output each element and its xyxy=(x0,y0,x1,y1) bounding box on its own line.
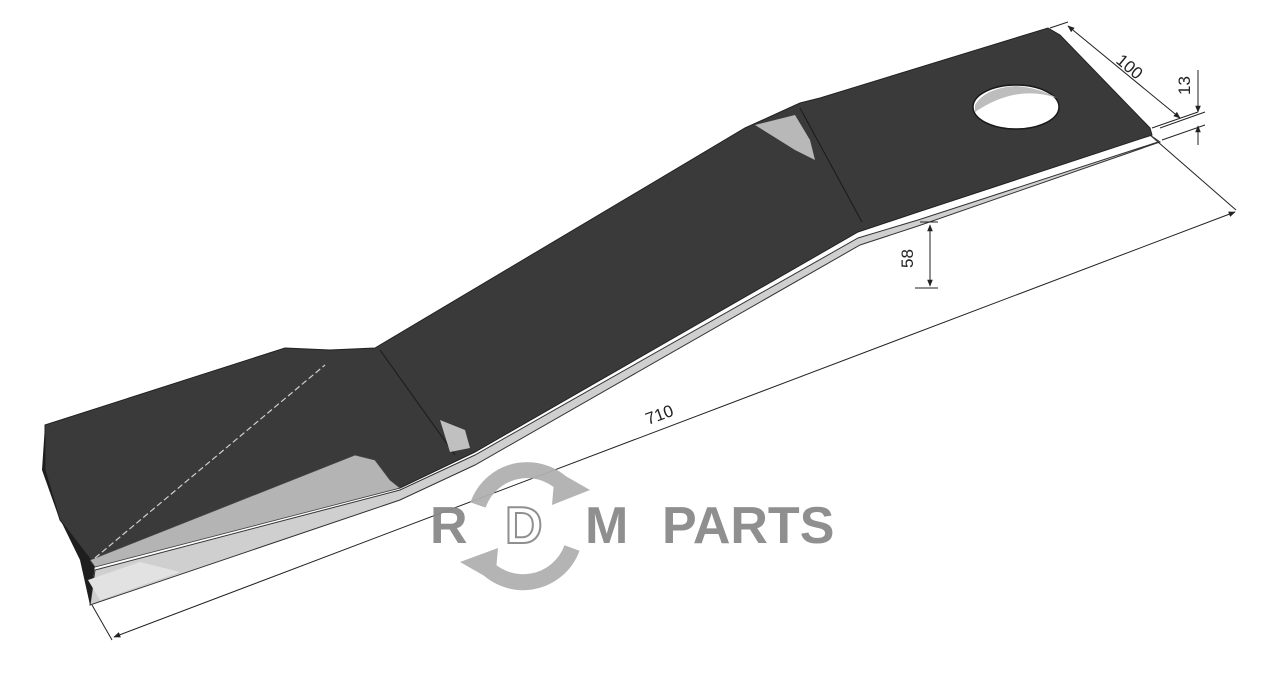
dimension-width-label: 100 xyxy=(1112,51,1146,84)
dimension-offset-label: 58 xyxy=(898,249,917,268)
logo-arrow-bottom-head-icon xyxy=(460,548,498,582)
logo-letter-d: D xyxy=(505,497,543,555)
logo-letter-r: R xyxy=(430,497,468,555)
rdm-parts-logo: D R M PARTS xyxy=(430,462,834,591)
logo-letter-m: M xyxy=(585,497,628,555)
bend-highlight-upper xyxy=(755,115,815,160)
dimension-length-label: 710 xyxy=(643,401,676,429)
mounting-hole-inner xyxy=(975,86,1057,112)
bend-line-upper xyxy=(799,107,863,223)
logo-arrow-top-head-icon xyxy=(552,470,590,505)
dimension-lines xyxy=(91,21,1237,641)
dimension-thickness-label: 13 xyxy=(1175,76,1194,95)
blade-tip-face xyxy=(42,425,95,605)
logo-word-parts: PARTS xyxy=(662,497,834,555)
